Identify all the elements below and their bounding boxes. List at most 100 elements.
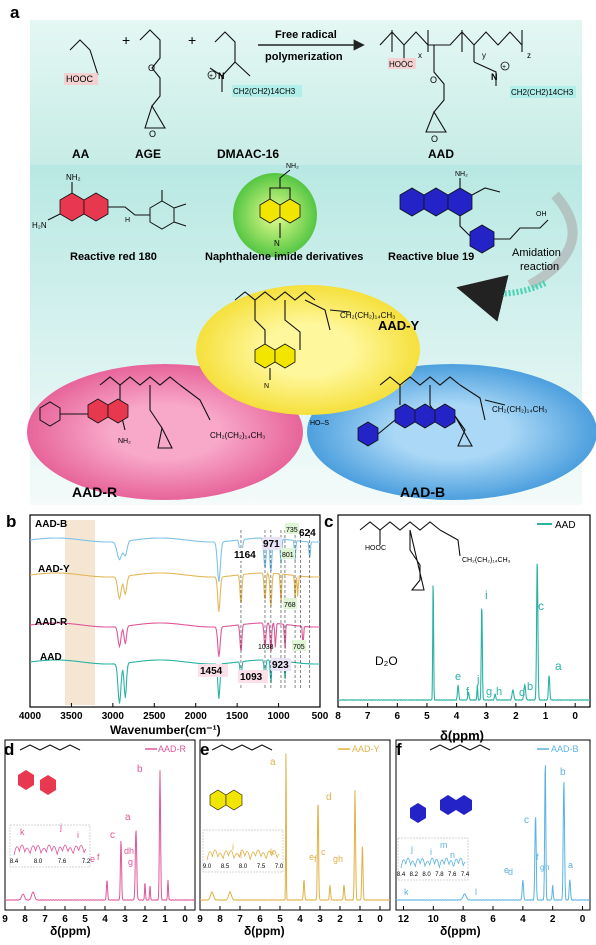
aad-y-ellipse xyxy=(196,285,420,415)
nmrd-x-tick-label: 1 xyxy=(162,914,168,925)
ftir-trace-aad-b xyxy=(29,537,320,582)
nmr-c-structure: HOOC CH₂(CH₂)₁₄CH₃ xyxy=(359,521,511,591)
panel-a-top-background xyxy=(30,20,582,165)
nmrf-x-tick-label: 2 xyxy=(550,914,556,925)
nmr-e-trace xyxy=(199,753,390,901)
nmr-c-annotation-i: i xyxy=(485,588,488,602)
nmr-c-annotation-d2o: D₂O xyxy=(375,654,398,668)
svg-text:NH₂: NH₂ xyxy=(286,163,299,170)
nmr-c-trace xyxy=(337,563,590,701)
nmre-inset-tick-label: 7.0 xyxy=(275,864,284,870)
arrow-label-bottom: polymerization xyxy=(265,51,343,63)
nmr-e-annotation-i: i xyxy=(232,842,234,852)
nmr-c-annotation-f: f xyxy=(466,686,470,698)
nmr-f-trace xyxy=(395,765,590,901)
reactive-blue-structure: NH₂ OH xyxy=(399,171,549,254)
ftir-peak-annotations: 1454 1093 1164 971 923 1038 801 735 624 … xyxy=(198,523,316,683)
nmre-x-tick-label: 8 xyxy=(217,914,223,925)
nmr-d-annotation-d: d xyxy=(124,846,129,856)
monomer-dmaac-label: DMAAC-16 xyxy=(217,147,279,161)
ftir-annotation-705: 705 xyxy=(293,644,305,651)
svg-text:x: x xyxy=(418,51,422,60)
svg-text:N: N xyxy=(491,72,498,82)
naphthalene-imide-structure: N NH₂ xyxy=(233,163,317,257)
nmr-f-inset-trace xyxy=(400,857,466,869)
ftir-x-tick-label: 2500 xyxy=(143,711,166,722)
ftir-legend-aad-y: AAD-Y xyxy=(38,564,70,575)
nmre-x-tick-label: 2 xyxy=(337,914,343,925)
nmre-inset-tick-label: 8.5 xyxy=(221,864,230,870)
svg-text:NH₂: NH₂ xyxy=(455,171,468,178)
panel-letter-f: f xyxy=(396,740,402,759)
plus-2: + xyxy=(188,32,196,48)
nmrd-spectrum-line xyxy=(4,770,195,901)
svg-text:H₂N: H₂N xyxy=(32,221,47,230)
ftir-annotation-923: 923 xyxy=(272,660,289,671)
nmr-c-frame xyxy=(337,514,591,708)
svg-text:O: O xyxy=(431,134,438,144)
nmr-c-annotation-e: e xyxy=(455,671,461,683)
nmrd-x-tick-label: 6 xyxy=(62,914,68,925)
dmaac-chain-label: CH2(CH2)14CH3 xyxy=(233,87,296,96)
nmre-x-tick-label: 5 xyxy=(277,914,283,925)
nmre-inset-line xyxy=(206,849,280,861)
nmrf-inset-tick-label: 7.8 xyxy=(435,872,444,878)
panel-letter-b: b xyxy=(6,512,16,531)
nmr-f-annotation-g: g xyxy=(540,863,544,872)
nmr-e-inset-frame xyxy=(202,829,284,873)
nmrf-inset-tick-label: 8.0 xyxy=(422,872,431,878)
nmr-c-annotation-j: j xyxy=(476,674,479,686)
reactive-red-structure: NH₂ H₂N H xyxy=(32,173,187,230)
nmr-f-annotation-j: j xyxy=(410,844,413,854)
nmrd-x-tick-label: 4 xyxy=(102,914,108,925)
nmr-f-structure xyxy=(410,744,491,823)
dye-red-label: Reactive red 180 xyxy=(70,251,157,263)
nmr-c-x-label: δ(ppm) xyxy=(440,728,484,743)
aad-cooh-label: HOOC xyxy=(389,60,413,69)
svg-text:z: z xyxy=(527,51,531,60)
nmr-d-legend-label: AAD-R xyxy=(158,744,187,754)
nmre-x-tick-label: 7 xyxy=(237,914,243,925)
nmr-e-inset-trace xyxy=(206,849,280,861)
ftir-legend-aad-r: AAD-R xyxy=(35,617,68,628)
nmr-f-annotation-e: e xyxy=(504,865,509,875)
reaction-label-1: Amidation xyxy=(512,247,561,259)
monomer-dmaac-structure: + N CH2(CH2)14CH3 xyxy=(207,31,302,97)
product-aad-r-label: AAD-R xyxy=(72,484,117,500)
svg-text:N: N xyxy=(218,71,225,81)
nmr-f-annotation-m: m xyxy=(440,840,448,850)
nmr-d-inset-trace xyxy=(13,844,87,856)
nmr-f-annotation-i: i xyxy=(430,847,432,857)
svg-text:N: N xyxy=(274,239,280,248)
nmrd-x-tick-label: 5 xyxy=(82,914,88,925)
nmrd-x-tick-label: 7 xyxy=(42,914,48,925)
nmr-d-annotation-j: j xyxy=(59,822,62,832)
nmr-e-annotation-f: f xyxy=(314,854,317,864)
nmr-d-annotation-i: i xyxy=(77,830,79,840)
panel-letter-d: d xyxy=(4,740,14,759)
nmr-c-x-tick-label: 2 xyxy=(513,711,519,722)
nmrd-inset-tick-label: 7.6 xyxy=(58,859,67,865)
nmre-inset-tick-label: 8.0 xyxy=(239,864,248,870)
nmr-c-annotation-g: g xyxy=(486,686,492,698)
nmr-e-annotation-g: g xyxy=(333,854,338,864)
ftir-annotation-971: 971 xyxy=(263,539,280,550)
ftir-x-tick-label: 3000 xyxy=(102,711,125,722)
nmr-c-annotation-c: c xyxy=(538,599,544,613)
svg-text:CH₂(CH₂)₁₄CH₃: CH₂(CH₂)₁₄CH₃ xyxy=(340,311,395,320)
nmr-f-annotation-b: b xyxy=(560,767,566,778)
nmr-c-x-tick-label: 6 xyxy=(395,711,401,722)
nmr-c-x-tick-label: 7 xyxy=(365,711,371,722)
nmr-c-x-tick-label: 3 xyxy=(483,711,489,722)
aad-y-structure: N CH₂(CH₂)₁₄CH₃ xyxy=(234,291,395,390)
nmr-f-annotation-l: l xyxy=(475,887,477,897)
svg-text:NH₂: NH₂ xyxy=(118,438,131,445)
nmr-d-annotation-g: g xyxy=(128,857,133,867)
nmre-x-tick-label: 9 xyxy=(197,914,203,925)
